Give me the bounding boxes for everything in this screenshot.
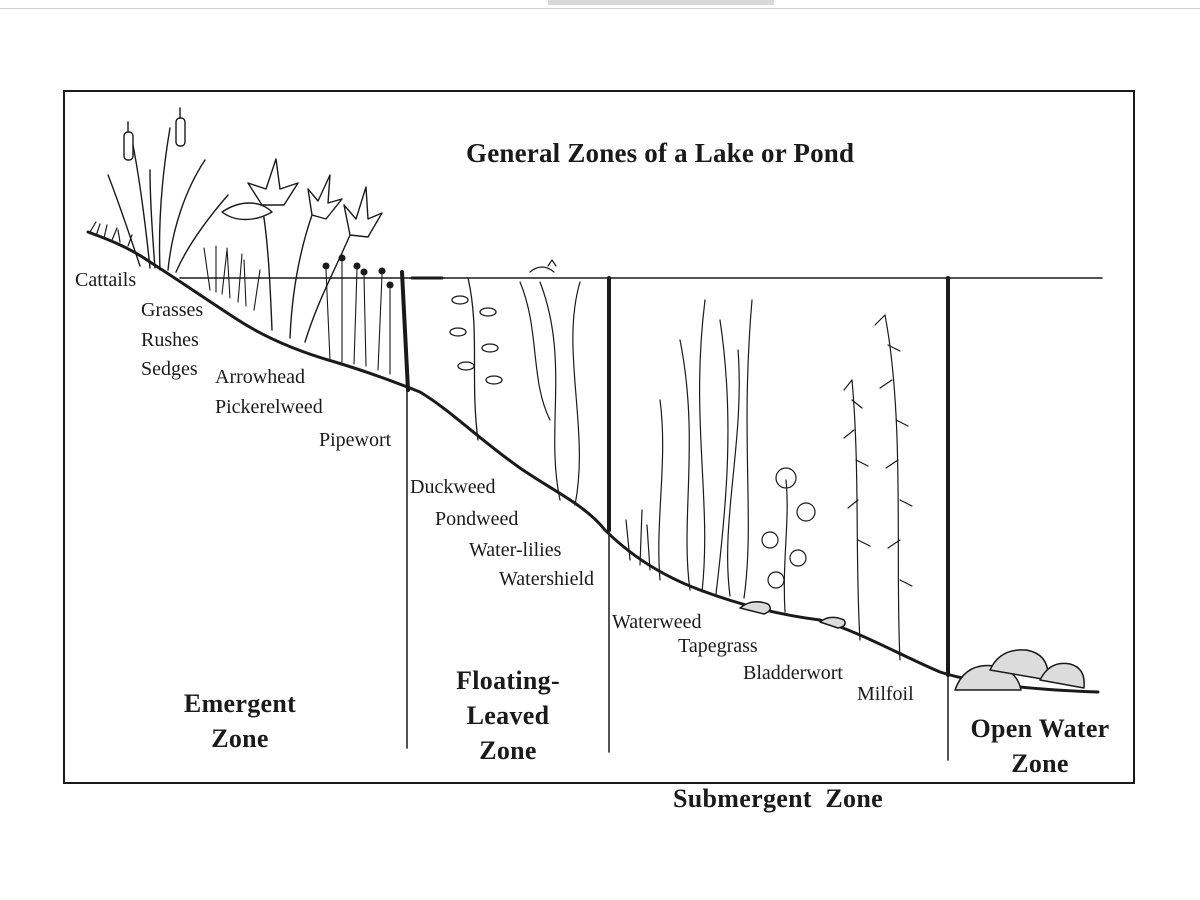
- lake-bottom: [86, 230, 1100, 694]
- label-waterweed: Waterweed: [612, 611, 702, 633]
- pondweed-drawing: [410, 276, 503, 441]
- top-divider: [0, 8, 1200, 9]
- diagram-frame: [63, 90, 1135, 784]
- zone-floating-line1: Floating-: [456, 666, 560, 695]
- pipewort-drawing: [322, 254, 394, 375]
- top-tab: [548, 0, 774, 5]
- cattails-drawing: [107, 107, 229, 273]
- zone-floating-line3: Zone: [479, 736, 537, 765]
- tapegrass-drawing: [625, 299, 753, 599]
- zone-open-water-line2: Zone: [1011, 749, 1069, 778]
- arrowhead-drawing: [221, 158, 383, 343]
- label-water-lilies: Water-lilies: [469, 539, 562, 561]
- grasses-drawing: [203, 245, 261, 311]
- zone-submergent: Submergent Zone: [650, 711, 906, 851]
- label-bladderwort: Bladderwort: [743, 662, 843, 684]
- zone-emergent-line2: Zone: [211, 724, 269, 753]
- label-pipewort: Pipewort: [319, 429, 392, 451]
- zone-submergent-line1: Submergent Zone: [673, 784, 883, 813]
- zone-floating-line2: Leaved: [466, 701, 550, 730]
- label-arrowhead: Arrowhead: [215, 366, 305, 388]
- top-bar: [0, 0, 1200, 10]
- zone-open-water-line1: Open Water: [970, 714, 1110, 743]
- zone-emergent-line1: Emergent: [183, 689, 297, 718]
- label-pickerelweed: Pickerelweed: [215, 396, 323, 418]
- bottom-rocks: [739, 601, 1085, 691]
- label-tapegrass: Tapegrass: [678, 635, 758, 657]
- shore-grass: [89, 221, 133, 247]
- label-duckweed: Duckweed: [410, 476, 496, 498]
- label-pondweed: Pondweed: [435, 508, 519, 530]
- divider-emergent-floating: [400, 270, 410, 392]
- label-milfoil: Milfoil: [857, 683, 914, 705]
- label-watershield: Watershield: [499, 568, 595, 590]
- label-cattails: Cattails: [75, 269, 137, 291]
- zone-floating-leaved: Floating- Leaved Zone: [430, 663, 586, 768]
- label-rushes: Rushes: [141, 329, 199, 351]
- bladderwort-drawing: [761, 467, 816, 613]
- milfoil-drawing: [843, 314, 913, 661]
- zone-emergent: Emergent Zone: [160, 686, 320, 756]
- zone-open-water: Open Water Zone: [952, 711, 1128, 781]
- label-grasses: Grasses: [141, 299, 204, 321]
- diagram-title: General Zones of a Lake or Pond: [466, 138, 855, 168]
- water-lilies-drawing: [519, 259, 581, 506]
- label-sedges: Sedges: [141, 358, 198, 380]
